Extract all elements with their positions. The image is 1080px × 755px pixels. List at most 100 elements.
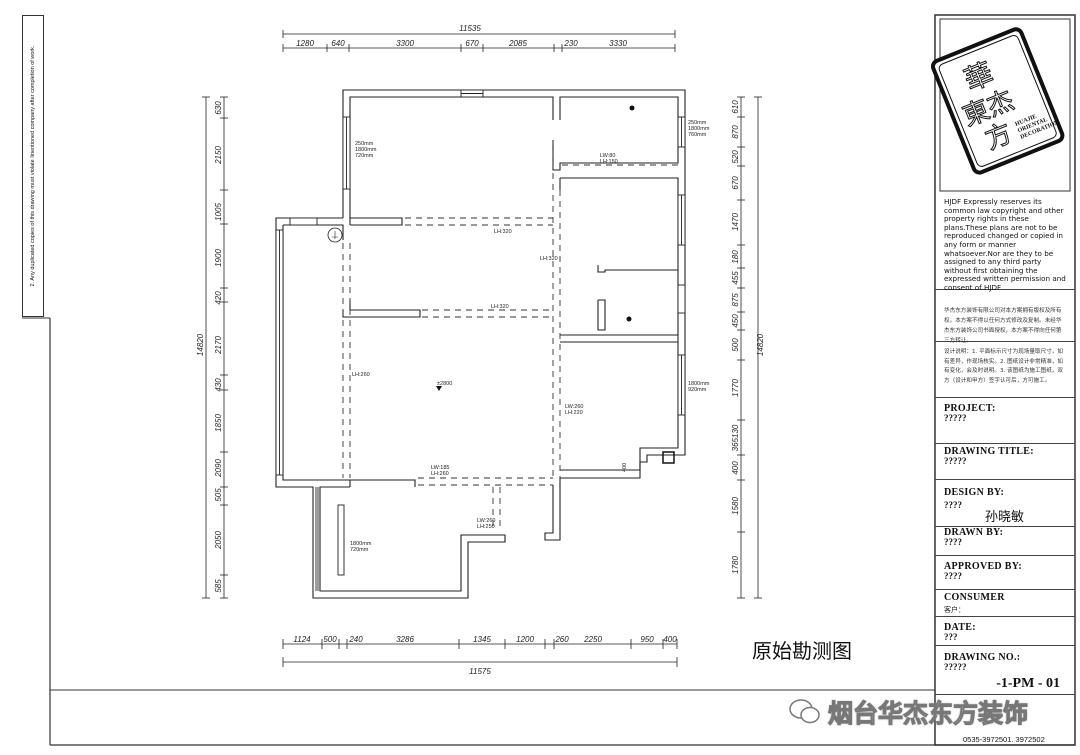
top-dimension: 3330 (609, 39, 627, 48)
right-dimension: 365130 (731, 424, 740, 451)
phone-number: 0535-3972501. 3972502 (963, 735, 1045, 744)
beam-label: LH:250 (477, 524, 495, 530)
bottom-dimension: 500 (323, 635, 337, 644)
right-dimension: 400 (731, 461, 740, 475)
beam-label: LH:320 (494, 229, 512, 235)
top-dimension: 640 (331, 39, 345, 48)
plan-title: 原始勘测图 (752, 639, 852, 663)
left-dimension: 2050 (214, 531, 223, 550)
design-by-label: DESIGN BY: (944, 487, 1005, 498)
window-size-label: 250mm (355, 141, 374, 147)
drawing-number: -1-PM - 01 (996, 676, 1060, 691)
left-dimension: 505 (214, 488, 223, 502)
consumer-label: CONSUMER (944, 592, 1005, 603)
date-label: DATE: (944, 622, 976, 633)
compass-mark-icon (332, 231, 338, 239)
left-dimension: 1900 (214, 249, 223, 267)
drawing-title-field: DRAWING TITLE: ????? (935, 444, 1075, 480)
left-dimension: 2090 (214, 459, 223, 478)
drawing-no-value: ????? (944, 662, 967, 672)
date-value: ??? (944, 632, 958, 642)
beam-label: LW:260 (477, 518, 495, 524)
project-field: PROJECT: ????? (935, 398, 1075, 444)
drawing-no-label: DRAWING NO.: (944, 652, 1021, 663)
beam-label: LH:260 (352, 372, 370, 378)
right-total-dimension: 14820 (756, 333, 765, 356)
date-field: DATE: ??? (935, 617, 1075, 646)
right-dimension: 450 (731, 314, 740, 328)
window-size-label: 920mm (688, 387, 707, 393)
approved-by-label: APPROVED BY: (944, 561, 1022, 572)
left-dimension: 630 (214, 101, 223, 115)
window-size-label: 250mm (688, 120, 707, 126)
windows (275, 89, 686, 591)
drawn-by-field: DRAWN BY: ???? (935, 527, 1075, 556)
left-dimension: 430 (214, 378, 223, 392)
watermark-text: 烟台华杰东方装饰 (827, 699, 1029, 729)
right-dimension: 1580 (731, 497, 740, 515)
right-dimension-lines (737, 96, 762, 599)
drawn-by-label: DRAWN BY: (944, 527, 1004, 538)
project-label: PROJECT: (944, 403, 996, 414)
drawing-no-field: DRAWING NO.: ????? -1-PM - 01 (935, 646, 1075, 695)
designer-name: 孙晓敏 (985, 510, 1025, 525)
design-notes-text: 设计说明：1. 平面标示尺寸为现场量取尺寸，如有差异，作现场核实。2. 图纸设计… (944, 349, 1063, 384)
left-dimension: 2150 (214, 146, 223, 165)
drawn-by-value: ???? (944, 537, 962, 547)
approved-by-value: ???? (944, 571, 962, 581)
beam-label: LW:260 (565, 404, 583, 410)
left-total-dimension: 14820 (196, 333, 205, 356)
window-size-label: 1800mm (688, 381, 710, 387)
beam-label: LH:320 (491, 304, 509, 310)
side-note-strip: 2. Any duplicated copies of this drawing… (22, 15, 44, 317)
drawing-title-value: ????? (944, 456, 967, 466)
window-size-label: 1800mm (355, 147, 377, 153)
right-dimension: 875 (731, 293, 740, 307)
right-dimension: 610 (731, 100, 740, 114)
bottom-dimension: 1200 (516, 635, 534, 644)
right-dimension: 1470 (731, 213, 740, 231)
company-logo: 華 東杰 方 HUAJIE ORIENTAL DECORATION (930, 27, 1065, 175)
window-size-label: 720mm (355, 153, 374, 159)
top-dimension: 230 (563, 39, 578, 48)
right-dimension: 520 (731, 150, 740, 164)
bottom-dimension: 400 (663, 635, 677, 644)
top-dimension: 2085 (508, 39, 527, 48)
right-dimension: 1780 (731, 556, 740, 574)
bottom-dimension: 2250 (583, 635, 602, 644)
copyright-en-text: HJDF Expressly reserves its common law c… (944, 197, 1066, 292)
beam-lines (342, 140, 678, 530)
consumer-value: 客户： (944, 606, 965, 614)
design-notes: 设计说明：1. 平面标示尺寸为现场量取尺寸，如有差异，作现场核实。2. 图纸设计… (935, 342, 1075, 398)
corner-dimension: 400 (622, 463, 628, 472)
project-value: ????? (944, 413, 967, 423)
top-total-dimension: 11535 (459, 24, 481, 33)
right-dimension: 180 (731, 250, 740, 264)
left-dimension: 585 (214, 579, 223, 593)
flue-icon (662, 451, 675, 464)
bottom-dimension: 3286 (396, 635, 414, 644)
drain-icon (629, 105, 635, 111)
level-label: ±2800 (437, 381, 452, 387)
sheet-frame (22, 14, 1076, 746)
design-by-value: ???? (944, 500, 962, 510)
right-dimension: 670 (731, 176, 740, 190)
beam-label: LH:320 (540, 256, 558, 262)
bottom-total-dimension: 11575 (469, 667, 491, 676)
top-dimension: 670 (465, 39, 479, 48)
top-dimension: 1280 (296, 39, 314, 48)
consumer-field: CONSUMER 客户： (935, 590, 1075, 617)
watermark: 烟台华杰东方装饰 (788, 694, 1029, 730)
beam-label: LH:220 (565, 410, 583, 416)
wechat-icon (789, 699, 820, 724)
beam-label: LW:80 (600, 153, 615, 159)
beam-label: LH:260 (431, 471, 449, 477)
floor-plan-walls (275, 89, 686, 599)
copyright-cn-text: 华杰东方装饰有限公司对本方案拥有版权及所有权。本方案不得以任何方式修改及复制。未… (944, 308, 1062, 344)
bottom-dimension-lines (282, 639, 678, 667)
left-dimension: 420 (214, 291, 223, 305)
window-size-label: 720mm (350, 547, 369, 553)
bottom-dimension: 260 (554, 635, 569, 644)
window-size-label: 760mm (688, 132, 707, 138)
